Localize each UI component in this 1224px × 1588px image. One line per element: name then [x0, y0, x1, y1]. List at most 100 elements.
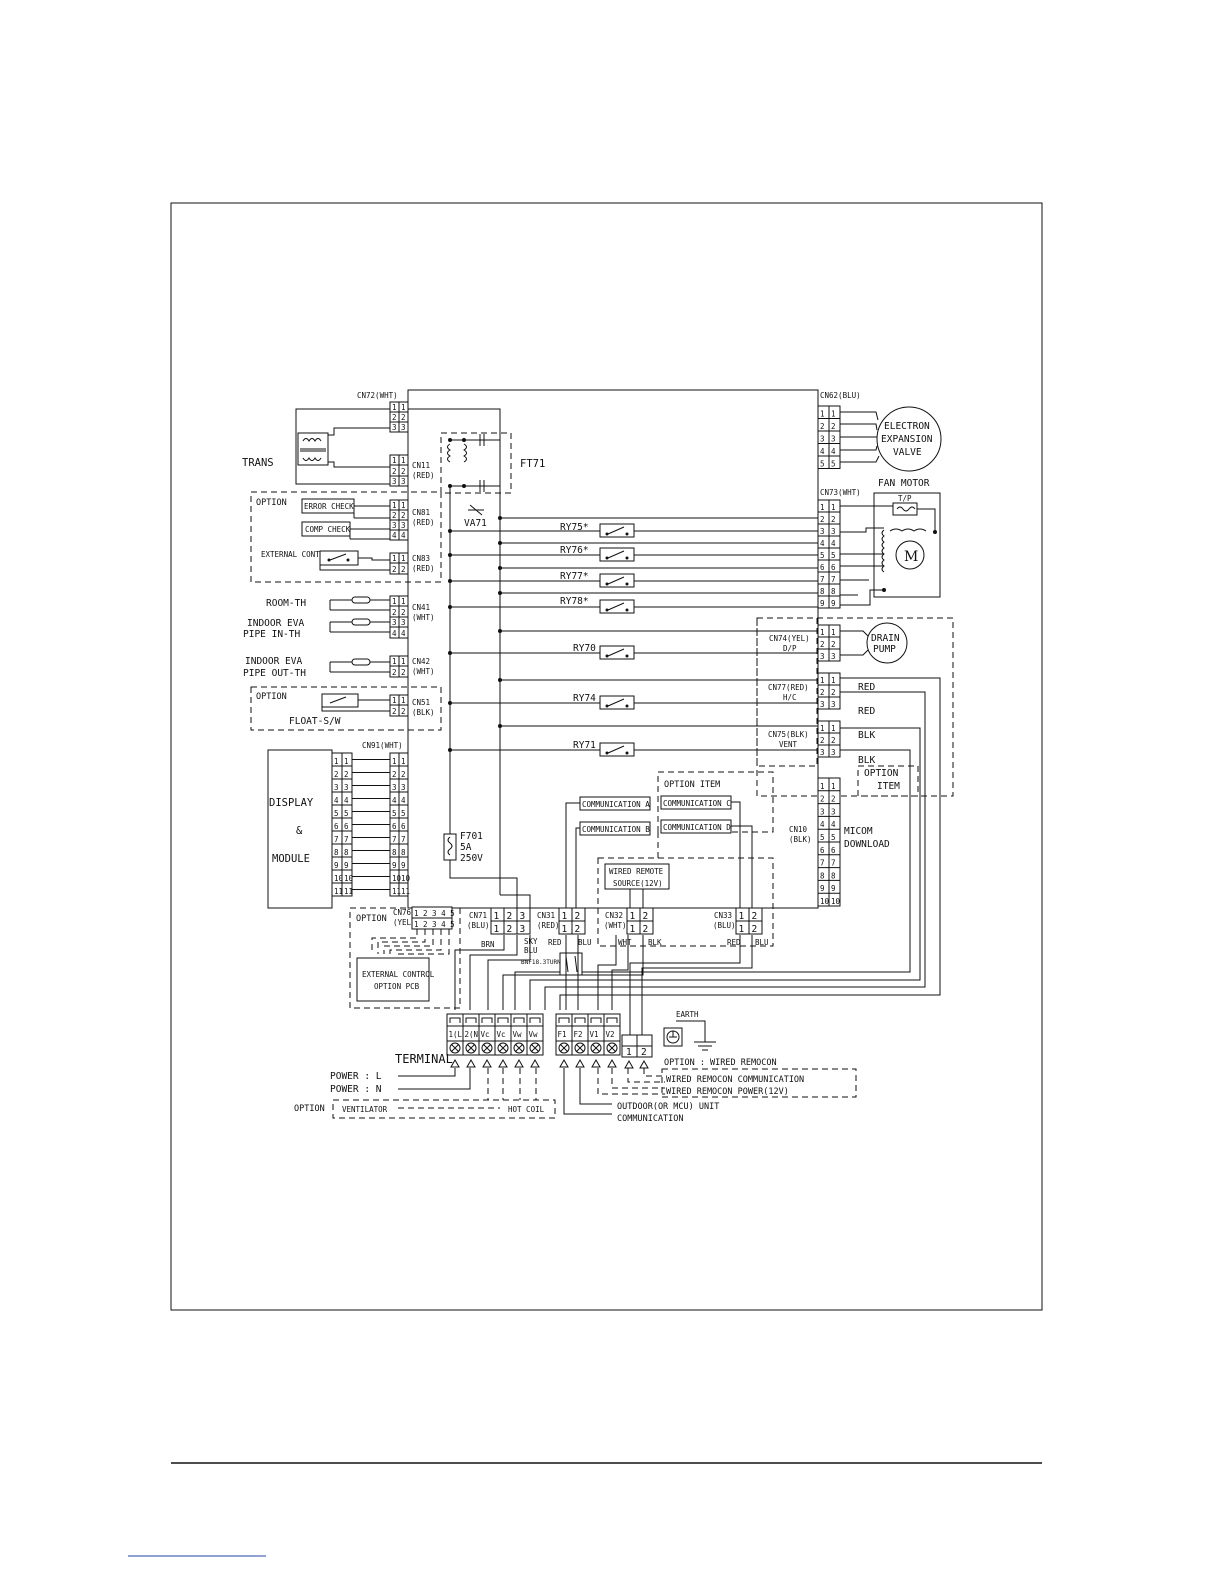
- label-cn42-color: (WHT): [412, 667, 435, 676]
- bus-junction: [448, 553, 452, 557]
- electron-expansion-valve: [840, 406, 942, 472]
- svg-text:1: 1: [401, 657, 406, 666]
- label-option-1: OPTION: [256, 498, 287, 508]
- pin-number: 2: [820, 422, 825, 431]
- svg-text:2: 2: [401, 668, 406, 677]
- pin-number: 10: [392, 874, 402, 883]
- pin-number: 7: [820, 859, 825, 868]
- label-micom-1: MICOM: [844, 826, 873, 837]
- pin-number: 4: [820, 447, 825, 456]
- relay-contact: [607, 576, 625, 585]
- pin-number: 2: [643, 924, 649, 935]
- terminal-clamp: [481, 1017, 493, 1023]
- label-cn51-color: (BLK): [412, 708, 435, 717]
- terminal-label: V2: [606, 1030, 615, 1039]
- svg-text:1: 1: [392, 456, 397, 465]
- label-cn72: CN72(WHT): [357, 391, 398, 400]
- pin-number: 1: [630, 911, 636, 922]
- label-wire-red-2: RED: [727, 938, 741, 947]
- terminal-arrow: [530, 1058, 540, 1068]
- pin-number: 10: [831, 897, 841, 906]
- svg-text:3: 3: [392, 618, 397, 627]
- pin-number: 2: [820, 736, 825, 745]
- terminal-arrow: [624, 1059, 634, 1069]
- pin-number: 2: [831, 795, 836, 804]
- pin-number: 1: [739, 924, 745, 935]
- relays: [448, 516, 819, 757]
- terminal-label: 2(N): [465, 1030, 483, 1039]
- pin-number: 1: [334, 757, 339, 766]
- pin-number: 2: [820, 640, 825, 649]
- pin-number: 3: [831, 435, 836, 444]
- terminal-label: Vw: [529, 1030, 539, 1039]
- pin-number: 3: [820, 748, 825, 757]
- label-f701-2: 5A: [460, 842, 472, 853]
- label-option-item-right-2: ITEM: [877, 781, 900, 792]
- terminal-screw-mark: [483, 1044, 491, 1052]
- terminal-screw-mark: [467, 1044, 475, 1052]
- pin-number: 8: [831, 871, 836, 880]
- pin-number: 4: [392, 796, 397, 805]
- label-option-item-right-1: OPTION: [864, 768, 899, 779]
- label-cn77: CN77(RED): [768, 683, 809, 692]
- pin-number: 6: [831, 563, 836, 572]
- terminal-screw: [590, 1042, 602, 1054]
- pin-number: 5: [820, 833, 825, 842]
- terminal-arrow: [498, 1058, 508, 1068]
- bus-junction: [448, 529, 452, 533]
- relay-wire-out: [634, 702, 819, 704]
- relay-wire-out: [634, 580, 819, 582]
- pin-number: 9: [831, 884, 836, 893]
- svg-text:2: 2: [392, 565, 397, 574]
- relay-wire-out: [634, 605, 819, 608]
- label-red-1: RED: [858, 682, 875, 693]
- bus-junction: [498, 566, 502, 570]
- bus-junction: [448, 748, 452, 752]
- label-indoor-eva-1: INDOOR EVA: [247, 618, 304, 629]
- svg-text:1: 1: [392, 696, 397, 705]
- terminal-screw-mark: [499, 1044, 507, 1052]
- terminal-clamp: [558, 1017, 570, 1023]
- svg-text:1: 1: [401, 597, 406, 606]
- pin-number: 9: [334, 861, 339, 870]
- terminal-label: F2: [574, 1030, 583, 1039]
- bus-junction: [448, 605, 452, 609]
- pin-number: 9: [831, 599, 836, 608]
- pin-number: 11: [401, 887, 410, 896]
- label-cn74: CN74(YEL): [769, 634, 810, 643]
- terminal-screw-top: [555, 1013, 573, 1027]
- terminal-screw-mark: [515, 1044, 523, 1052]
- terminal-screw-top: [587, 1013, 605, 1027]
- pin-number: 9: [344, 861, 349, 870]
- svg-text:2: 2: [392, 707, 397, 716]
- svg-text:3: 3: [401, 618, 406, 627]
- svg-text:2: 2: [401, 467, 406, 476]
- label-earth: EARTH: [676, 1010, 699, 1019]
- label-cn81: CN81: [412, 508, 430, 517]
- label-display: DISPLAY: [269, 797, 314, 809]
- pin-number: 1: [739, 911, 745, 922]
- pin-number: 6: [334, 822, 339, 831]
- pin-number: 3: [401, 783, 406, 792]
- terminal-arrow: [639, 1059, 649, 1069]
- option-box-right-inner: [756, 617, 818, 767]
- label-cn51: CN51: [412, 698, 430, 707]
- label-ext-pcb-1: EXTERNAL CONTROL: [362, 970, 435, 979]
- label-option-wired: OPTION : WIRED REMOCON: [664, 1058, 777, 1068]
- label-blk-1: BLK: [858, 730, 875, 741]
- pin-number: 5: [334, 809, 339, 818]
- transformer: [295, 408, 390, 485]
- pin-number: 10: [334, 874, 344, 883]
- terminal-screw-top: [526, 1013, 544, 1027]
- label-comm-c: COMMUNICATION C: [663, 799, 731, 808]
- pin-number: 1: [401, 757, 406, 766]
- label-micom-2: DOWNLOAD: [844, 839, 890, 850]
- bus-junction: [498, 629, 502, 633]
